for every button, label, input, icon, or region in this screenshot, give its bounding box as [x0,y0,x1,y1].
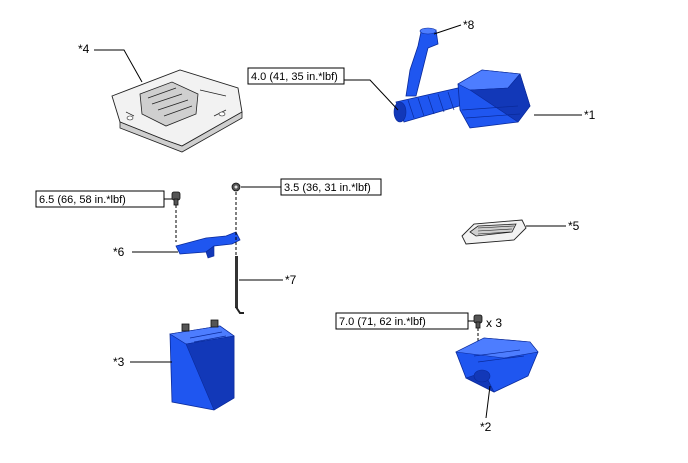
leader-4 [94,49,143,83]
air-cleaner-assembly [393,27,531,129]
engine-cover [111,69,243,153]
callout-3: *3 [113,355,125,369]
leader-2 [485,385,491,419]
battery-clamp-bracket [175,231,241,259]
clamp-nut [231,182,241,192]
callout-2: *2 [480,420,492,434]
air-filter-element [461,219,527,245]
battery-clamp-rod [235,256,244,314]
tray-bolt [473,314,483,329]
battery [169,319,235,411]
torque-tray: 7.0 (71, 62 in.*lbf) [339,316,426,328]
callout-8: *8 [463,18,475,32]
leader-torque-air-cleaner [344,79,399,111]
torque-air-cleaner: 4.0 (41, 35 in.*lbf) [251,71,338,83]
battery-tray [454,337,539,393]
leader-8 [433,24,462,35]
torque-bracket: 6.5 (66, 58 in.*lbf) [39,194,126,206]
callout-7: *7 [285,273,297,287]
callout-1: *1 [584,108,596,122]
callout-6: *6 [113,245,125,259]
tray-bolt-quantity: x 3 [486,316,502,330]
callout-4: *4 [78,42,90,56]
callout-5: *5 [568,219,580,233]
bracket-bolt [171,191,181,206]
torque-clamp-nut: 3.5 (36, 31 in.*lbf) [284,182,371,194]
torque-box-air-cleaner [247,67,345,85]
